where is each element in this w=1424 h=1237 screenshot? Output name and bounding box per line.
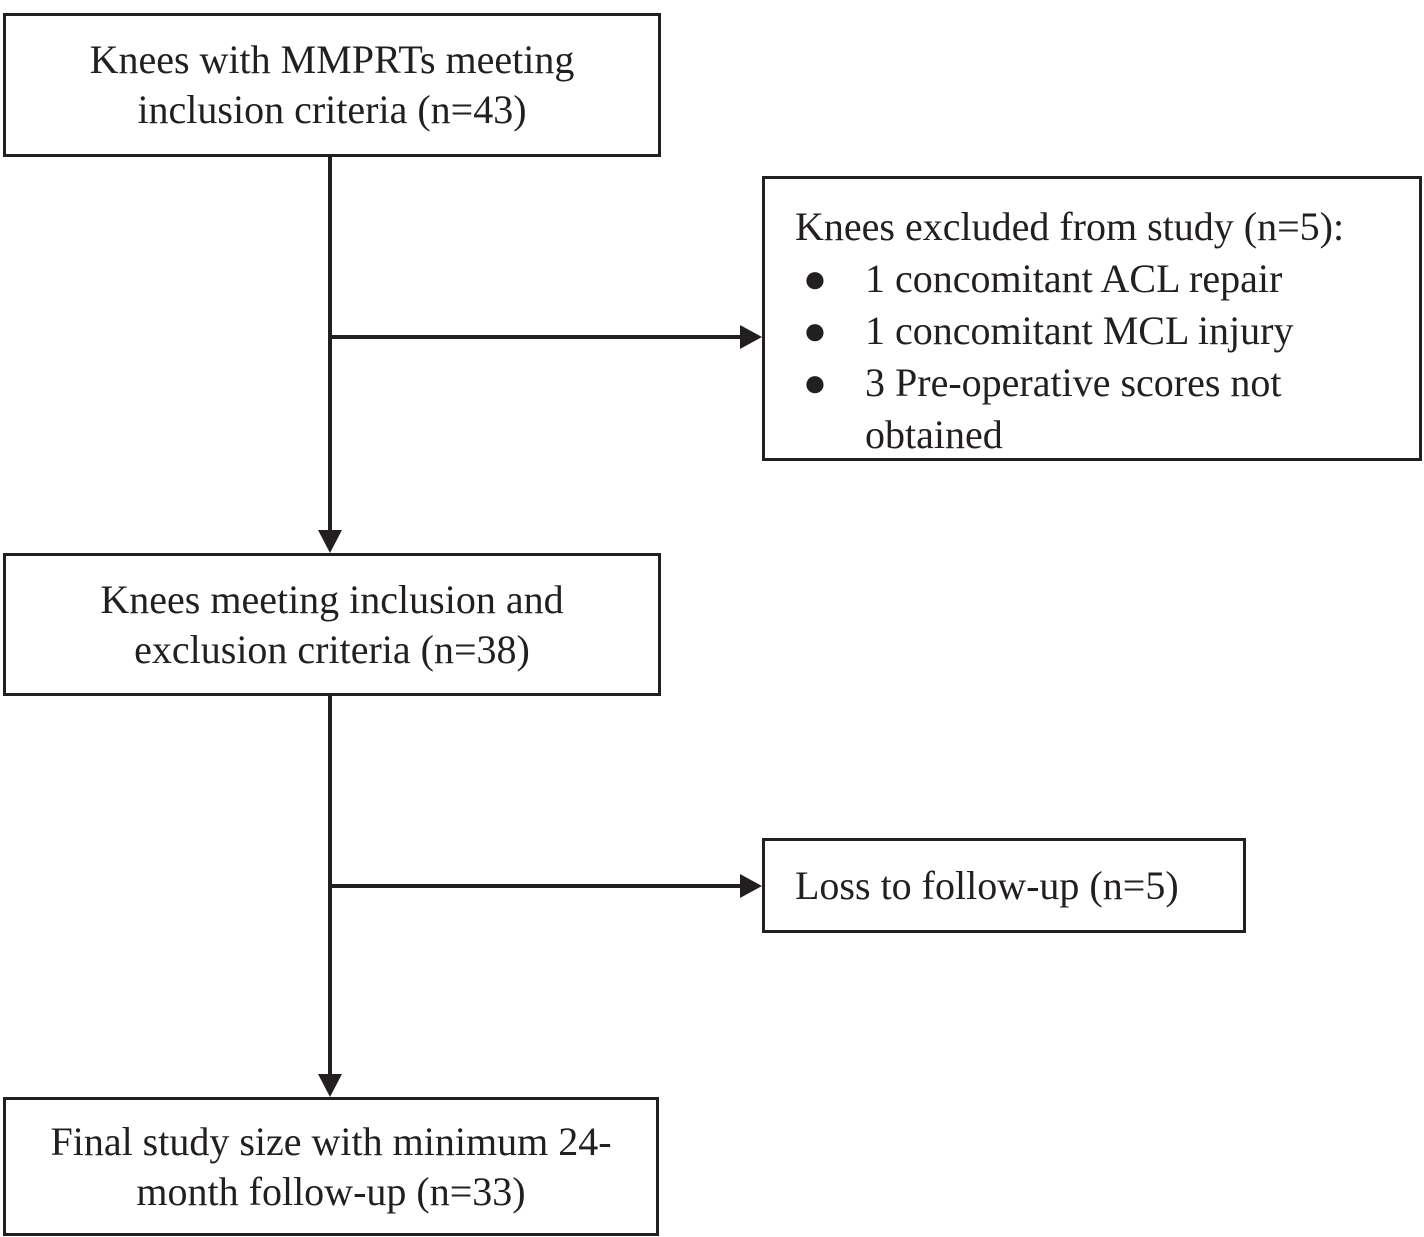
bullet-icon: ● xyxy=(802,308,828,353)
excluded-list: ● 1 concomitant ACL repair ● 1 concomita… xyxy=(795,253,1419,461)
final-study-box: Final study size with minimum 24- month … xyxy=(3,1097,659,1236)
excluded-item-text: 1 concomitant ACL repair xyxy=(865,256,1283,301)
final-line-2: month follow-up (n=33) xyxy=(136,1168,526,1214)
excluded-item: ● 3 Pre-operative scores not obtained xyxy=(795,357,1325,461)
arrowhead-to-loss xyxy=(740,874,762,898)
inclusion-line-2: inclusion criteria (n=43) xyxy=(137,87,527,132)
inclusion-box: Knees with MMPRTs meeting inclusion crit… xyxy=(3,13,661,157)
excluded-heading: Knees excluded from study (n=5): xyxy=(795,204,1345,249)
eligible-line-1: Knees meeting inclusion and xyxy=(100,576,564,622)
loss-to-follow-up-box: Loss to follow-up (n=5) xyxy=(762,838,1246,933)
final-line-1: Final study size with minimum 24- xyxy=(50,1118,612,1164)
eligible-box: Knees meeting inclusion and exclusion cr… xyxy=(3,553,661,696)
excluded-box: Knees excluded from study (n=5): ● 1 con… xyxy=(762,176,1422,461)
arrowhead-to-final xyxy=(318,1074,342,1097)
excluded-item: ● 1 concomitant ACL repair xyxy=(795,253,1345,305)
arrowhead-to-excluded xyxy=(740,325,762,349)
loss-label: Loss to follow-up (n=5) xyxy=(795,863,1179,908)
excluded-item-text: 3 Pre-operative scores not obtained xyxy=(865,360,1282,457)
excluded-item: ● 1 concomitant MCL injury xyxy=(795,305,1345,357)
arrowhead-to-eligible xyxy=(318,530,342,553)
eligible-line-2: exclusion criteria (n=38) xyxy=(134,626,530,672)
bullet-icon: ● xyxy=(802,256,828,301)
inclusion-line-1: Knees with MMPRTs meeting xyxy=(89,37,575,82)
excluded-item-text: 1 concomitant MCL injury xyxy=(865,308,1294,353)
bullet-icon: ● xyxy=(802,360,828,405)
